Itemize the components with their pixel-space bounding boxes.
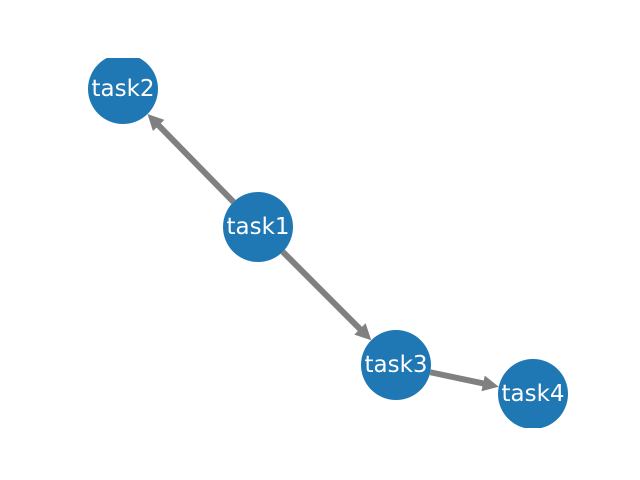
node-label-task3: task3 — [364, 352, 427, 378]
arrowhead-task3-task4 — [481, 375, 499, 392]
arrowhead-task1-task2 — [147, 114, 165, 132]
arrowhead-task1-task3 — [354, 323, 372, 341]
edges-layer — [147, 114, 499, 392]
node-task3 — [361, 330, 431, 400]
node-task4 — [498, 359, 568, 428]
edge-task1-task2 — [155, 121, 236, 205]
node-task2 — [88, 58, 158, 124]
edge-task1-task3 — [280, 249, 364, 333]
node-label-task4: task4 — [501, 381, 564, 407]
edge-task3-task4 — [429, 369, 486, 387]
nodes-layer — [88, 58, 568, 428]
node-label-task1: task1 — [226, 214, 289, 240]
node-task1 — [223, 192, 293, 262]
node-label-task2: task2 — [91, 76, 154, 102]
labels-layer: task1 task2 task3 task4 — [91, 76, 564, 407]
